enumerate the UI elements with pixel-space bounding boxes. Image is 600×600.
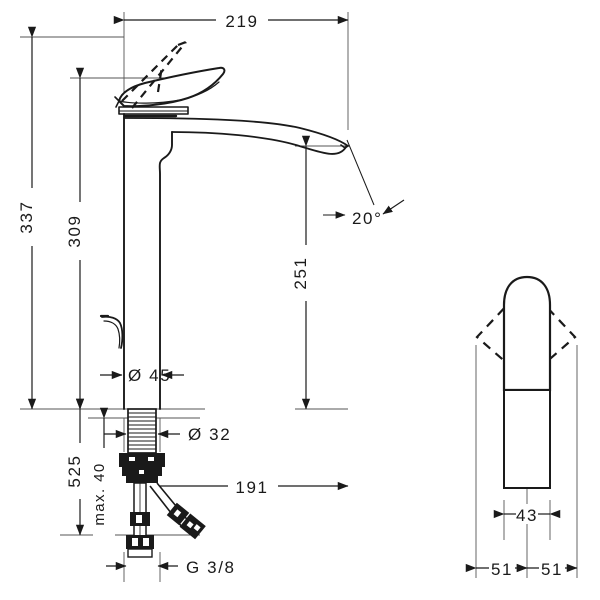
dimension-overall-height: 337	[17, 26, 44, 410]
dimension-outlet-height: 251	[291, 135, 318, 410]
dimension-max-counter-thickness: max. 40	[91, 407, 115, 538]
dim-label-191: 191	[235, 478, 268, 497]
faucet-side-elevation	[99, 66, 349, 410]
dimension-front-swing-left: 51	[465, 558, 528, 579]
faucet-body-column	[123, 113, 173, 410]
dimension-front-width: 43	[493, 504, 561, 525]
flexible-hose	[149, 482, 206, 540]
dimension-spout-projection: 191	[160, 476, 349, 497]
dimension-shank-diameter: Ø 32	[104, 425, 231, 444]
faucet-front-elevation	[475, 275, 577, 489]
hose-nut-lower	[179, 513, 206, 540]
dimension-supply-thread: G 3/8	[106, 558, 236, 577]
front-body-block	[503, 389, 551, 489]
thread-hatching	[128, 412, 156, 450]
lever-handle	[114, 66, 226, 108]
dim-label-dia32: Ø 32	[188, 425, 231, 444]
threaded-shank	[127, 408, 157, 454]
handle-base	[118, 106, 189, 118]
dim-label-g38: G 3/8	[186, 558, 236, 577]
mounting-hardware	[119, 408, 206, 558]
dim-label-251: 251	[291, 256, 310, 289]
dim-label-51-left: 51	[491, 560, 513, 579]
connector-lower	[126, 535, 154, 549]
dim-label-dia45: Ø 45	[128, 366, 171, 385]
dim-label-max40: max. 40	[91, 462, 108, 525]
dim-label-219: 219	[225, 12, 258, 31]
handle-open-position-indicator	[121, 40, 187, 109]
supply-thread-tail	[127, 548, 153, 558]
dimension-handle-height: 309	[65, 67, 92, 410]
dimension-spout-reach-total: 219	[113, 10, 349, 31]
dimension-front-swing-right: 51	[516, 558, 578, 579]
dimension-outlet-angle: 20°	[323, 139, 405, 228]
spout	[123, 117, 349, 155]
dim-label-525: 525	[65, 454, 84, 487]
dimension-body-diameter: Ø 45	[100, 366, 184, 385]
popup-waste-lever	[99, 314, 124, 349]
mounting-collar	[126, 476, 158, 483]
dim-label-51-right: 51	[541, 560, 563, 579]
dim-label-337: 337	[17, 200, 36, 233]
dim-label-20deg: 20°	[352, 209, 383, 228]
dim-label-43: 43	[516, 506, 538, 525]
dimension-install-depth: 525	[65, 398, 92, 536]
mounting-nut	[119, 453, 165, 467]
front-handle-body	[502, 275, 552, 392]
dim-label-309: 309	[65, 214, 84, 247]
